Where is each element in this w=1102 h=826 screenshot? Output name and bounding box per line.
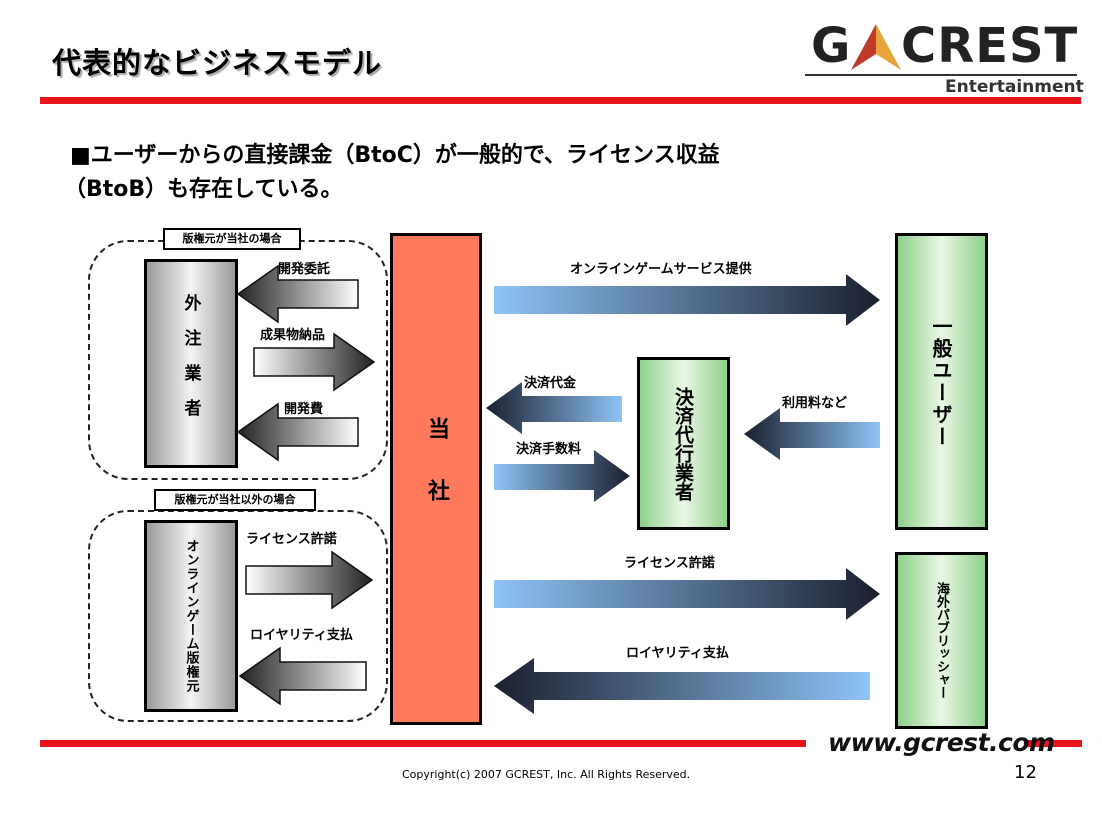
settlement-fee-label: 決済手数料 xyxy=(516,442,582,457)
payment-agent-box: 決済代行業者 xyxy=(637,357,730,530)
company-label: 当社 xyxy=(424,417,449,541)
copyright-text: Copyright(c) 2007 GCREST, Inc. All Right… xyxy=(402,768,691,781)
logo-arrow-icon xyxy=(851,24,901,70)
licensor-label: オンラインゲーム版権元 xyxy=(183,539,199,693)
royalty-out-arrow xyxy=(238,646,367,706)
service-arrow xyxy=(494,274,880,326)
deliverables-arrow xyxy=(253,332,376,392)
own-rights-tag: 版権元が当社の場合 xyxy=(163,228,301,250)
dev-cost-arrow xyxy=(236,402,359,462)
contractor-box: 外注業者 xyxy=(144,259,238,468)
contractor-label: 外注業者 xyxy=(180,293,201,434)
logo-letter-g: G xyxy=(811,18,852,74)
website-url[interactable]: www.gcrest.com xyxy=(828,728,1055,757)
license-in-arrow xyxy=(245,550,374,610)
settlement-fee-arrow xyxy=(494,450,630,502)
dev-commission-label: 開発委託 xyxy=(278,262,331,277)
overseas-publisher-label: 海外パブリッシャー xyxy=(934,582,949,699)
license-out-arrow xyxy=(494,568,880,620)
subtitle-line-2: （BtoB）も存在している。 xyxy=(64,177,343,202)
logo-rule xyxy=(805,74,1077,76)
settlement-money-arrow xyxy=(486,382,622,434)
header-rule xyxy=(40,97,1081,104)
dev-cost-label: 開発費 xyxy=(284,402,324,417)
royalty-out-label: ロイヤリティ支払 xyxy=(250,628,353,643)
payment-agent-label: 決済代行業者 xyxy=(672,386,694,501)
other-rights-group xyxy=(88,510,388,722)
subtitle-line-1: ■ユーザーからの直接課金（BtoC）が一般的で、ライセンス収益 xyxy=(70,143,720,168)
royalty-in-label: ロイヤリティ支払 xyxy=(626,646,729,661)
company-box: 当社 xyxy=(390,233,482,725)
general-users-box: 一般ユーザー xyxy=(895,233,988,530)
overseas-publisher-box: 海外パブリッシャー xyxy=(895,552,988,729)
usage-fee-arrow xyxy=(744,408,880,460)
royalty-in-arrow xyxy=(494,658,870,714)
slide-title: 代表的なビジネスモデル xyxy=(52,46,383,80)
general-users-label: 一般ユーザー xyxy=(929,315,953,448)
license-in-label: ライセンス許諾 xyxy=(246,532,337,547)
dev-commission-arrow xyxy=(236,264,359,324)
logo-subtitle: Entertainment xyxy=(945,77,1084,97)
company-logo: G CREST Entertainment xyxy=(805,18,1085,102)
page-number: 12 xyxy=(1014,762,1037,783)
other-rights-tag: 版権元が当社以外の場合 xyxy=(154,489,316,511)
footer-rule-left xyxy=(40,740,806,747)
license-out-label: ライセンス許諾 xyxy=(624,556,715,571)
settlement-money-label: 決済代金 xyxy=(524,376,577,391)
licensor-box: オンラインゲーム版権元 xyxy=(144,520,238,712)
service-label: オンラインゲームサービス提供 xyxy=(570,262,752,277)
usage-fee-label: 利用料など xyxy=(782,396,848,411)
logo-wordmark: CREST xyxy=(901,18,1079,74)
footer-rule-right xyxy=(1024,740,1082,747)
deliverables-label: 成果物納品 xyxy=(260,328,326,343)
